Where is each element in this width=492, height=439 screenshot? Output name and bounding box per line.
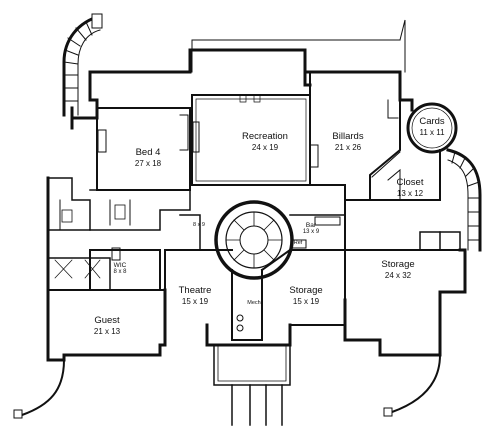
storage-right-room <box>344 199 466 251</box>
bed4-name: Bed 4 <box>135 147 161 158</box>
recreation-name: Recreation <box>242 131 288 142</box>
cards-name: Cards <box>419 116 445 127</box>
mech-label: Mech <box>247 300 261 306</box>
bed4-label: Bed 4 27 x 18 <box>134 147 162 168</box>
exterior-walls <box>46 48 467 362</box>
bar-name: Bar <box>305 222 317 229</box>
bottom-curves <box>20 353 442 417</box>
recreation-dims: 24 x 19 <box>251 142 279 152</box>
billards-name: Billards <box>332 131 364 142</box>
guest-label: Guest 21 x 13 <box>93 315 121 336</box>
bar-label: Bar 13 x 9 <box>303 222 319 236</box>
storage-right-name: Storage <box>381 259 415 270</box>
closet-room <box>369 149 441 201</box>
theatre-label: Theatre 15 x 19 <box>178 285 212 306</box>
ref-label: Ref <box>293 240 303 246</box>
mech-room <box>231 269 263 341</box>
corner-markers <box>13 407 393 419</box>
cards-room <box>406 102 458 154</box>
bar-dims: 13 x 9 <box>302 229 320 236</box>
billards-label: Billards 21 x 26 <box>332 131 364 152</box>
cards-dims: 11 x 11 <box>419 127 445 137</box>
theatre-room <box>164 214 233 291</box>
storage-mid-label: Storage 15 x 19 <box>289 285 323 306</box>
theatre-name: Theatre <box>178 285 212 296</box>
guest-name: Guest <box>94 315 120 326</box>
closet-name: Closet <box>396 177 424 188</box>
bath-corridor <box>47 177 191 231</box>
storage-right-label: Storage 24 x 32 <box>381 259 415 280</box>
wic-dims: 8 x 8 <box>113 269 127 276</box>
guest-dims: 21 x 13 <box>93 326 121 336</box>
wic-label: WIC 8 x 8 <box>113 262 126 276</box>
theatre-dims: 15 x 19 <box>181 296 209 306</box>
closet-label: Closet 13 x 12 <box>396 177 424 198</box>
wic-name: WIC <box>113 262 127 269</box>
round-stair-center <box>214 200 294 280</box>
storage-mid-name: Storage <box>289 285 323 296</box>
storage-mid-dims: 15 x 19 <box>292 296 320 306</box>
curved-stair-top-left <box>62 13 103 117</box>
wic-room <box>47 247 161 291</box>
billards-dims: 21 x 26 <box>334 142 362 152</box>
closet-dims: 13 x 12 <box>396 188 424 198</box>
recreation-label: Recreation 24 x 19 <box>242 131 288 152</box>
billards-room <box>309 71 401 201</box>
curved-stair-right <box>419 148 482 252</box>
bottom-porch <box>213 344 291 426</box>
storage-right-dims: 24 x 32 <box>384 270 412 280</box>
bed4-dims: 27 x 18 <box>134 158 162 168</box>
cards-label: Cards 11 x 11 <box>419 116 445 137</box>
small-room-dims: 8 x 9 <box>193 222 205 228</box>
